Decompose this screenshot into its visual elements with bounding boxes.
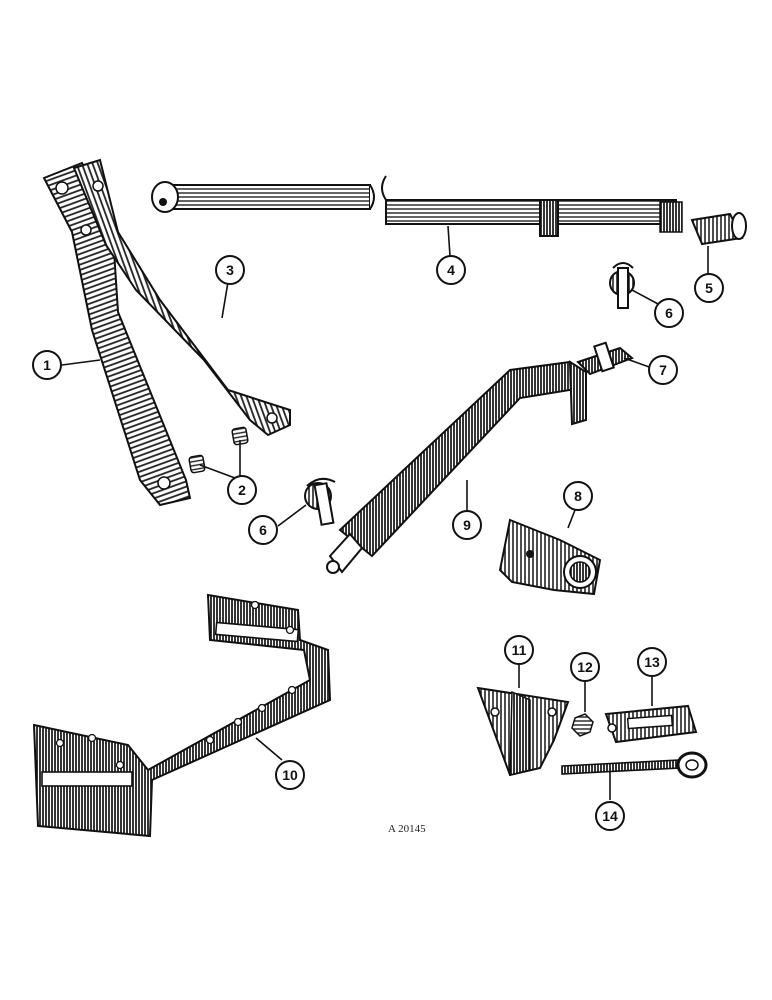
- nut: [571, 713, 594, 737]
- callout-10: 10: [275, 760, 305, 790]
- sleeve: [690, 212, 747, 246]
- svg-text:7: 7: [659, 362, 667, 378]
- svg-text:10: 10: [282, 767, 298, 783]
- svg-text:14: 14: [602, 808, 618, 824]
- callout-6-upper: 6: [654, 298, 684, 328]
- svg-text:8: 8: [574, 488, 582, 504]
- callout-2: 2: [227, 475, 257, 505]
- callout-3: 3: [215, 255, 245, 285]
- plate: [604, 704, 698, 744]
- callout-1: 1: [32, 350, 62, 380]
- callout-5: 5: [694, 273, 724, 303]
- lynch-pin-upper: [609, 262, 635, 309]
- svg-text:9: 9: [463, 517, 471, 533]
- stud: [576, 341, 634, 376]
- lynch-pin-lower: [304, 477, 336, 526]
- cross-shaft: [151, 175, 683, 237]
- svg-text:2: 2: [238, 482, 246, 498]
- svg-text:13: 13: [644, 654, 660, 670]
- center-link: [326, 360, 587, 574]
- leader-lines: [61, 225, 709, 800]
- reference-number: A 20145: [388, 823, 426, 835]
- svg-text:1: 1: [43, 357, 51, 373]
- callout-9: 9: [452, 510, 482, 540]
- callout-4: 4: [436, 255, 466, 285]
- svg-text:12: 12: [577, 659, 593, 675]
- svg-text:3: 3: [226, 262, 234, 278]
- svg-text:5: 5: [705, 280, 713, 296]
- bushings: [188, 426, 249, 474]
- svg-text:4: 4: [447, 262, 455, 278]
- eye-bolt: [561, 751, 708, 779]
- callout-13: 13: [637, 647, 667, 677]
- bracket: [476, 686, 570, 777]
- callout-6-lower: 6: [248, 515, 278, 545]
- callout-12: 12: [570, 652, 600, 682]
- clamp-block: [498, 518, 602, 596]
- callout-11: 11: [504, 635, 534, 665]
- svg-text:11: 11: [512, 642, 527, 658]
- callout-8: 8: [563, 481, 593, 511]
- callout-7: 7: [648, 355, 678, 385]
- svg-text:6: 6: [259, 522, 267, 538]
- lift-link-right: [72, 158, 291, 437]
- lift-link-left: [42, 161, 192, 507]
- callout-14: 14: [595, 801, 625, 831]
- drawbar: [32, 593, 332, 838]
- svg-text:6: 6: [665, 305, 673, 321]
